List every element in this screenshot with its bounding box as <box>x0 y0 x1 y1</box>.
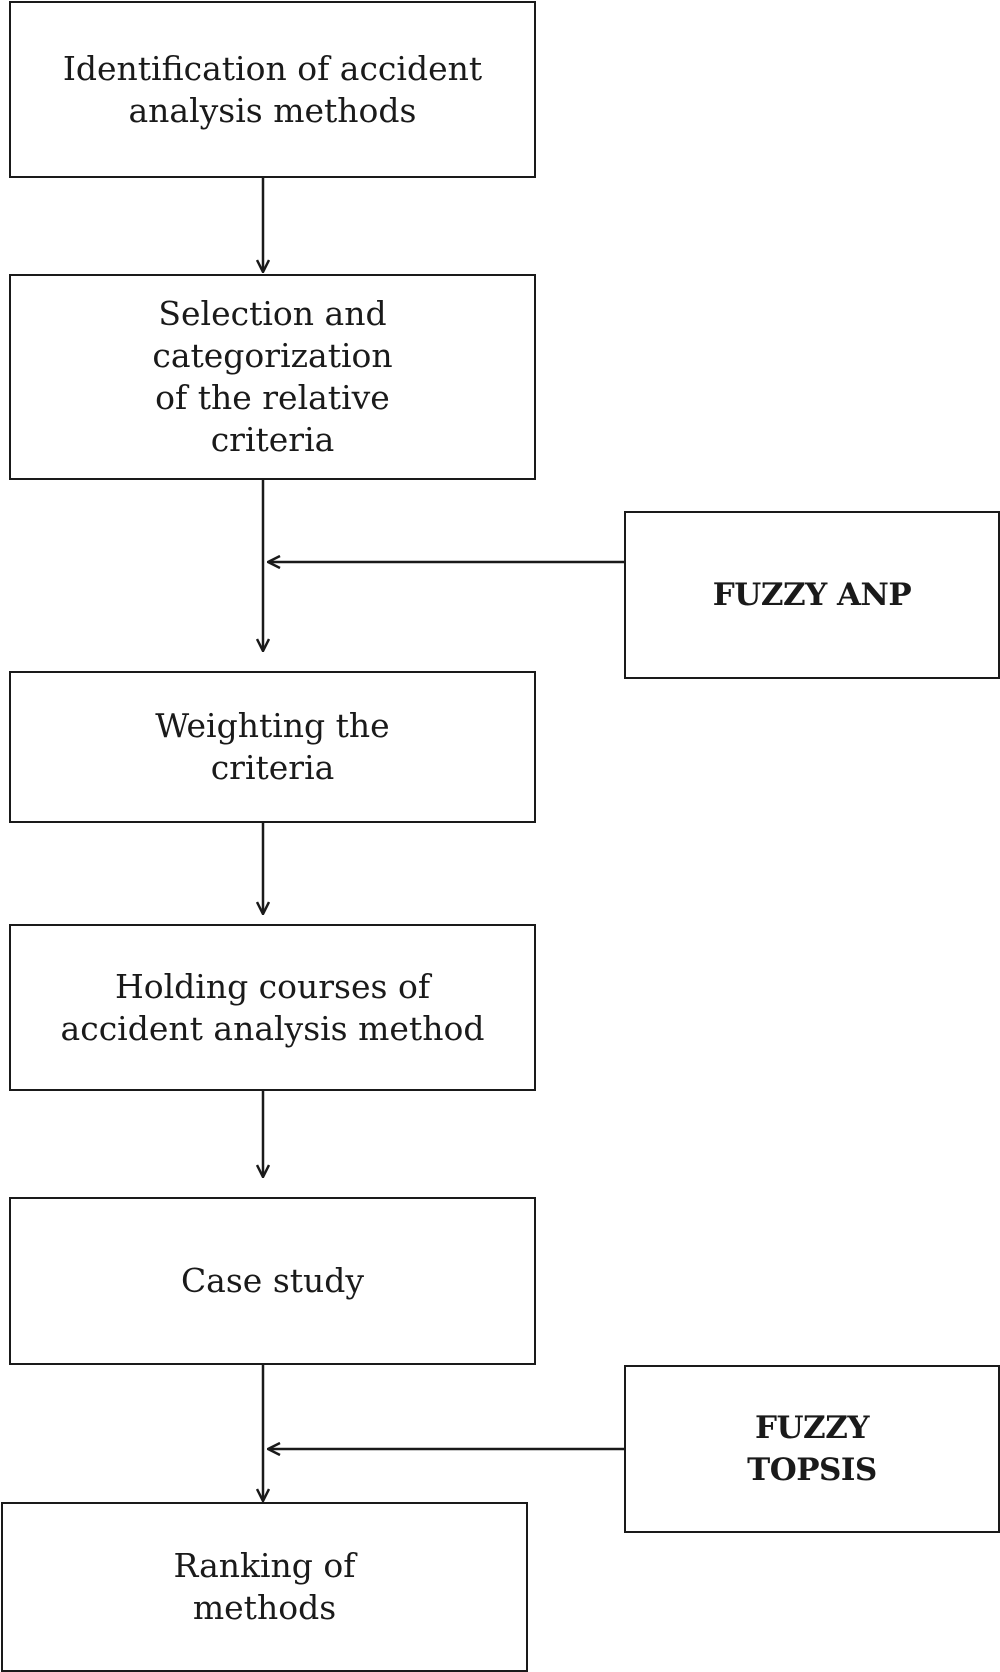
step-holding-label: Holding courses of accident analysis met… <box>60 966 485 1048</box>
step-identification: Identification of accident analysis meth… <box>9 1 536 178</box>
tool-fuzzy-topsis: FUZZY TOPSIS <box>624 1365 1000 1533</box>
step-weighting: Weighting the criteria <box>9 671 536 823</box>
step-ranking-label: Ranking of methods <box>173 1546 356 1627</box>
step-case-study: Case study <box>9 1197 536 1365</box>
tool-fuzzy-anp: FUZZY ANP <box>624 511 1000 679</box>
step-identification-label: Identification of accident analysis meth… <box>62 48 483 130</box>
step-selection-label: Selection and categorization of the rela… <box>152 294 393 459</box>
step-selection: Selection and categorization of the rela… <box>9 274 536 480</box>
step-holding: Holding courses of accident analysis met… <box>9 924 536 1091</box>
step-ranking: Ranking of methods <box>1 1502 528 1672</box>
tool-fuzzy-anp-label: FUZZY ANP <box>712 577 912 613</box>
step-case-study-label: Case study <box>180 1261 365 1300</box>
tool-fuzzy-topsis-label: FUZZY TOPSIS <box>747 1410 877 1488</box>
step-weighting-label: Weighting the criteria <box>155 706 390 787</box>
